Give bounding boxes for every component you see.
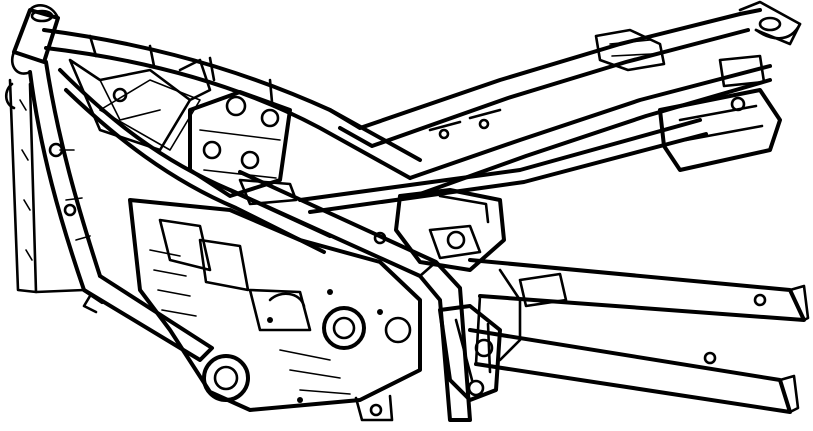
left-frame-tubes bbox=[28, 60, 214, 362]
upper-main-spars bbox=[42, 28, 422, 254]
suspension-linkage bbox=[438, 272, 568, 402]
swingarm-pivot bbox=[373, 188, 506, 272]
engine-block bbox=[128, 198, 422, 412]
steering-head bbox=[4, 4, 60, 294]
inner-gusset bbox=[68, 58, 212, 152]
rear-subframe bbox=[328, 0, 802, 196]
rear-bracket bbox=[658, 54, 782, 172]
